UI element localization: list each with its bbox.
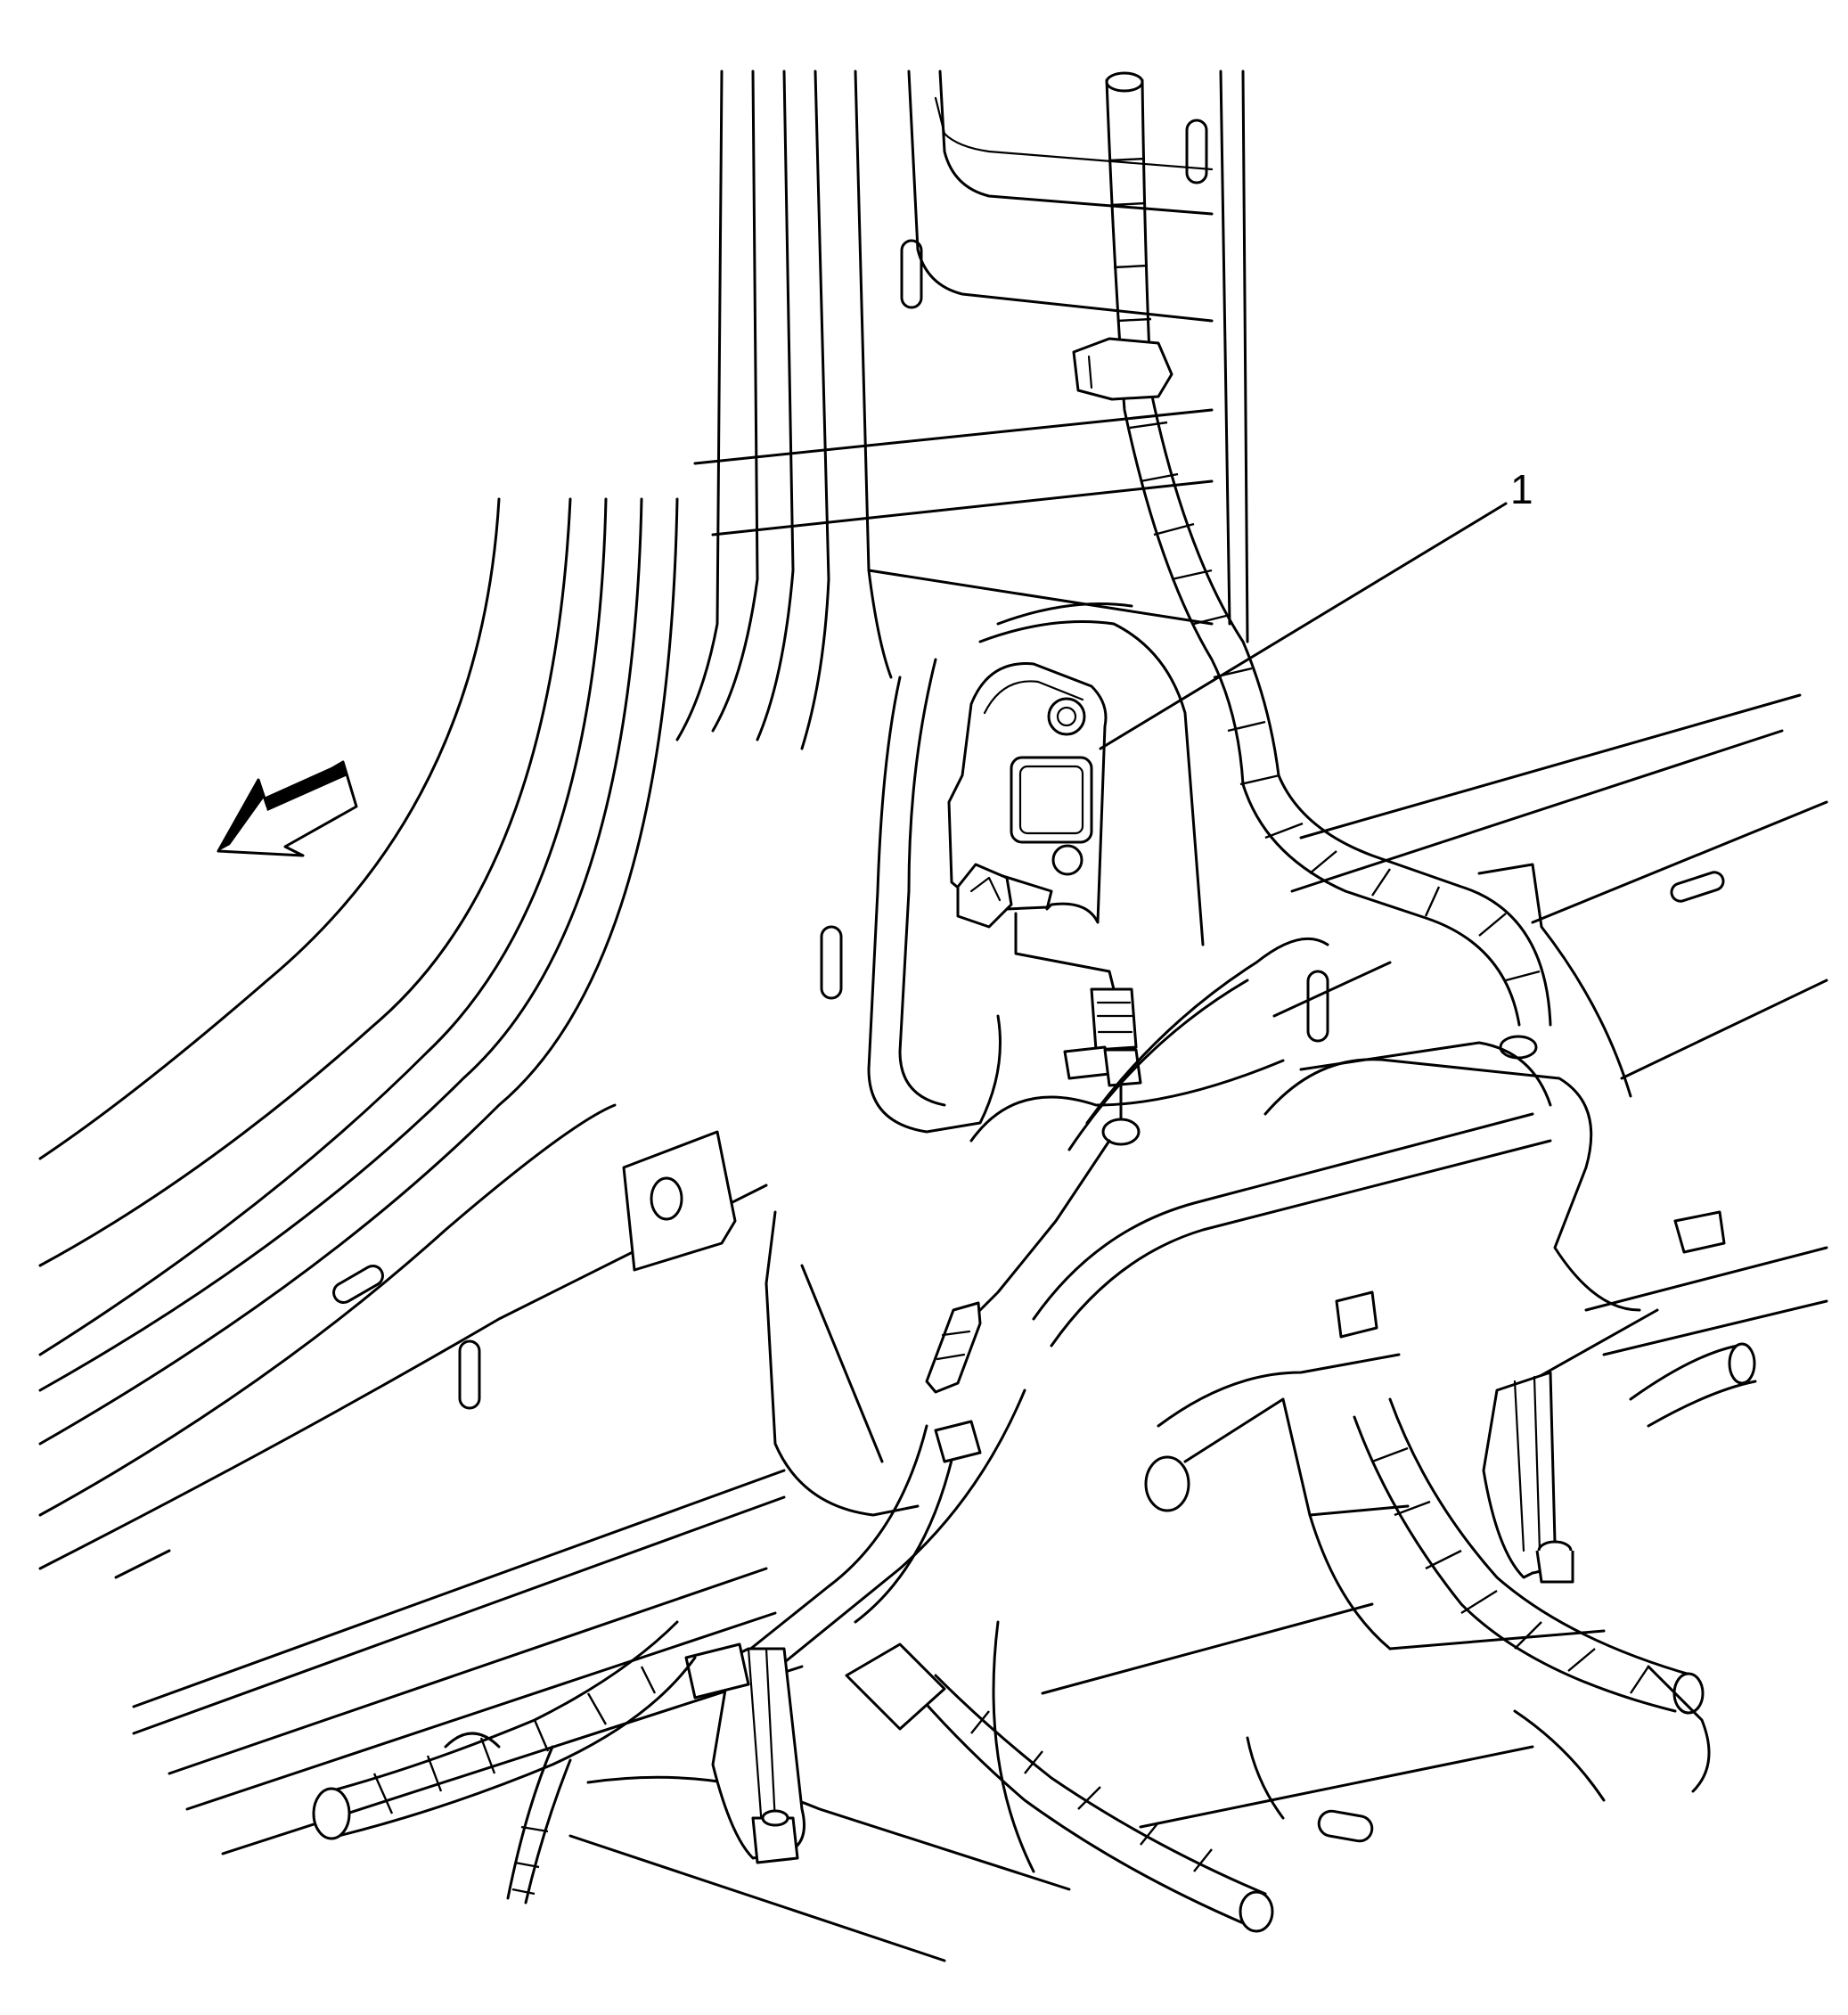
rocker-sill-panel: [969, 693, 1828, 1392]
callout-1: 1: [1099, 466, 1533, 750]
sensor-pigtail-connector: [925, 912, 1142, 1394]
callout-number: 1: [1510, 466, 1533, 512]
impact-sensor-module: [947, 662, 1108, 929]
front-direction-arrow-icon: [217, 760, 358, 857]
lower-sill-floor: [132, 1210, 1606, 1962]
lower-wiring-harnesses: [312, 1342, 1757, 1933]
b-pillar: [675, 70, 1329, 1043]
floor-brackets: [684, 1210, 1726, 1864]
front-pillar-lines: [38, 497, 768, 1579]
sensor-mount-recess: [867, 602, 1205, 1134]
upper-wiring-harness: [1072, 71, 1552, 1060]
